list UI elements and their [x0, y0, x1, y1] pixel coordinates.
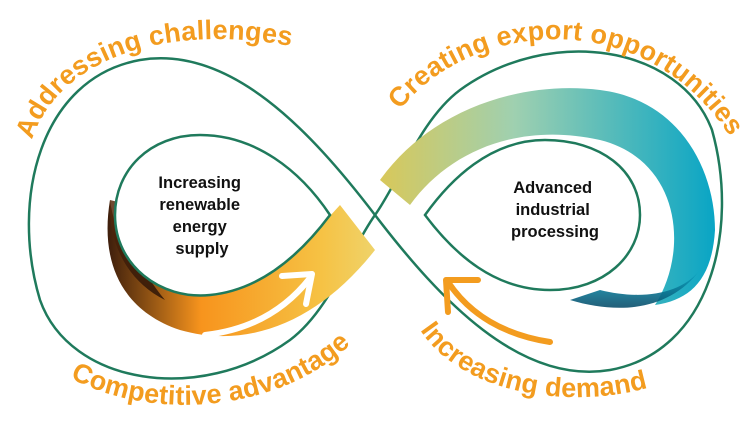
- cool-band: [380, 88, 715, 305]
- right-shadow: [570, 270, 700, 308]
- inner-holes: [113, 133, 642, 297]
- node-right-label: Advanced industrial processing: [511, 179, 599, 241]
- node-left-label: Increasing renewable energy supply: [158, 174, 245, 258]
- arrow-up-left-icon: [443, 277, 553, 345]
- arrow-up-right-icon: [202, 271, 315, 338]
